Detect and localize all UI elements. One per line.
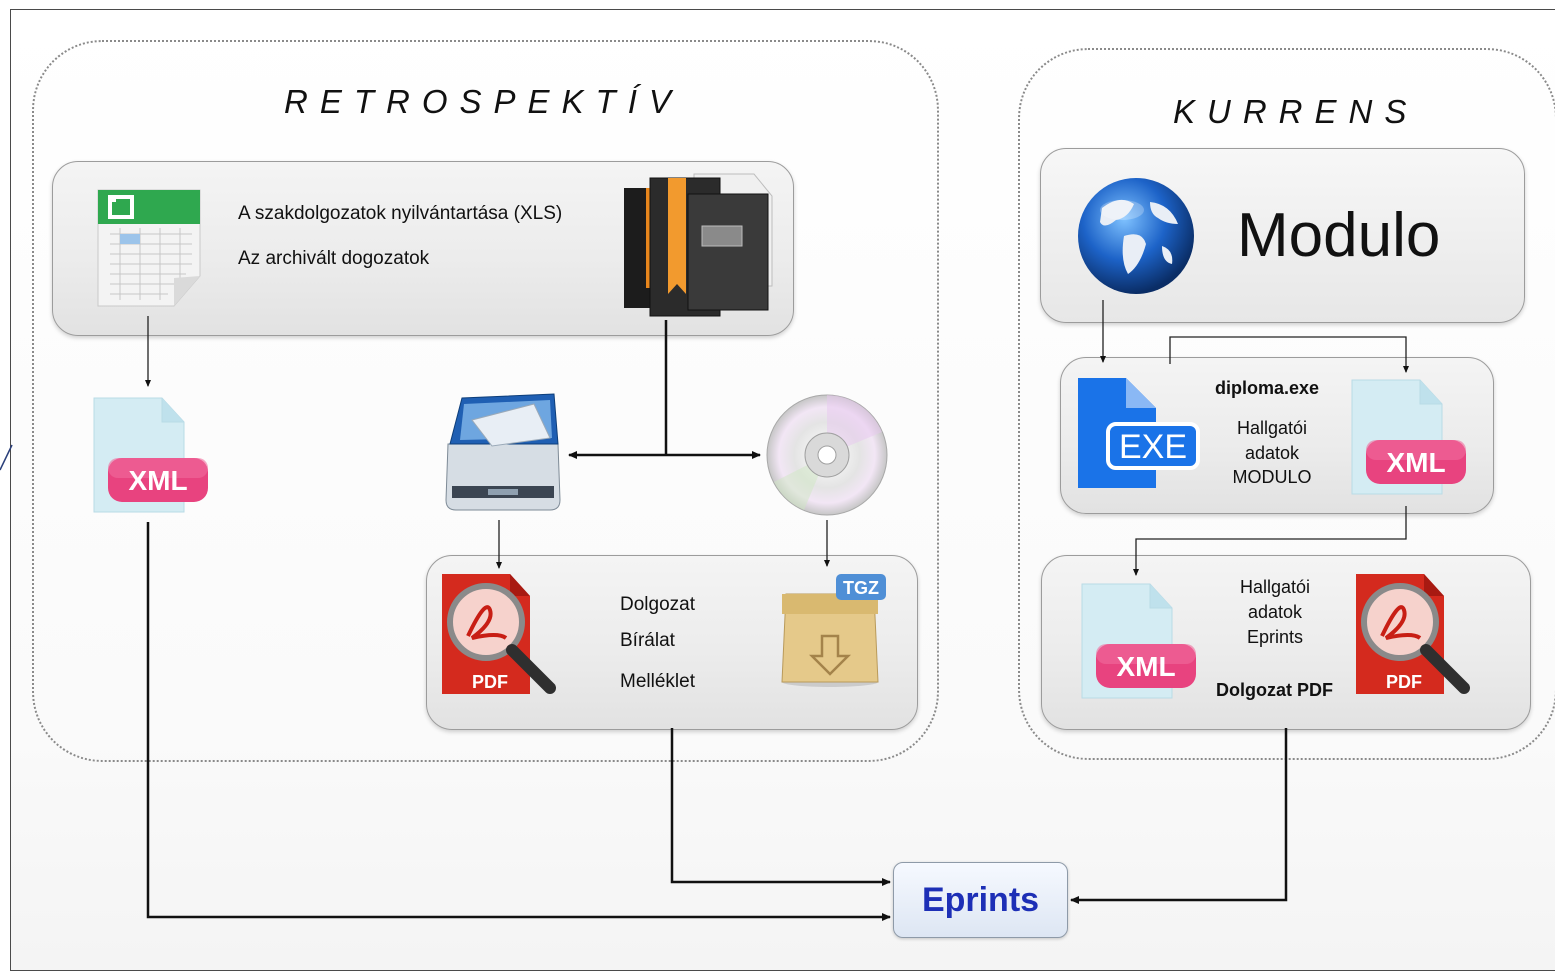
eprints-target-label: Eprints	[921, 880, 1040, 919]
eprints-data-label: adatok	[1247, 602, 1303, 622]
svg-text:EXE: EXE	[1119, 428, 1187, 466]
archive-binders-icon	[624, 173, 773, 317]
retrospektiv-region	[32, 40, 939, 762]
thesis-label: Dolgozat	[620, 594, 695, 615]
kurrens-title: KURRENS	[1173, 93, 1419, 130]
svg-text:XML: XML	[128, 465, 187, 496]
spreadsheet-icon	[97, 189, 201, 307]
svg-text:PDF: PDF	[1386, 672, 1422, 692]
arrow-xml-to-xml	[1133, 506, 1407, 576]
archived-theses-label: Az archivált dogozatok	[238, 248, 430, 269]
cd-disc-icon	[766, 394, 888, 516]
diploma-student-label: Hallgatói	[1236, 418, 1308, 438]
xml-output-icon: XML	[1351, 379, 1466, 495]
diploma-exe-title: diploma.exe	[1215, 378, 1320, 398]
svg-text:XML: XML	[1116, 651, 1175, 682]
globe-icon	[1078, 178, 1194, 294]
xml-eprints-icon: XML	[1081, 583, 1196, 699]
scanner-icon	[445, 393, 561, 511]
retrospektiv-title: RETROSPEKTÍV	[284, 83, 683, 120]
arrow-xml-to-eprints	[146, 522, 891, 921]
eprints-student-label: Hallgatói	[1239, 577, 1311, 597]
eprints-target-box: Eprints	[893, 862, 1068, 938]
eprints-eprints-label: Eprints	[1246, 627, 1304, 647]
arrow-files-to-eprints	[670, 728, 891, 886]
diploma-data-label: adatok	[1244, 443, 1300, 463]
thesis-pdf-label: Dolgozat PDF	[1216, 680, 1333, 700]
xml-file-icon: XML	[93, 397, 208, 513]
pdf-eprints-icon: PDF	[1356, 574, 1470, 694]
pdf-magnifier-icon: PDF	[442, 574, 556, 694]
attachment-label: Melléklet	[620, 671, 695, 692]
svg-text:XML: XML	[1386, 447, 1445, 478]
edge-decoration	[0, 444, 13, 471]
modulo-label: Modulo	[1237, 201, 1441, 270]
svg-text:TGZ: TGZ	[843, 578, 879, 598]
diploma-modulo-label: MODULO	[1232, 467, 1312, 487]
exe-file-icon: EXE	[1078, 378, 1200, 488]
review-label: Bírálat	[620, 630, 675, 651]
tgz-archive-icon: TGZ	[781, 574, 886, 687]
svg-text:PDF: PDF	[472, 672, 508, 692]
arrow-exe-to-xml	[1169, 336, 1409, 373]
arrow-kurrens-to-eprints	[1070, 728, 1288, 904]
xls-registry-label: A szakdolgozatok nyilvántartása (XLS)	[238, 203, 563, 224]
